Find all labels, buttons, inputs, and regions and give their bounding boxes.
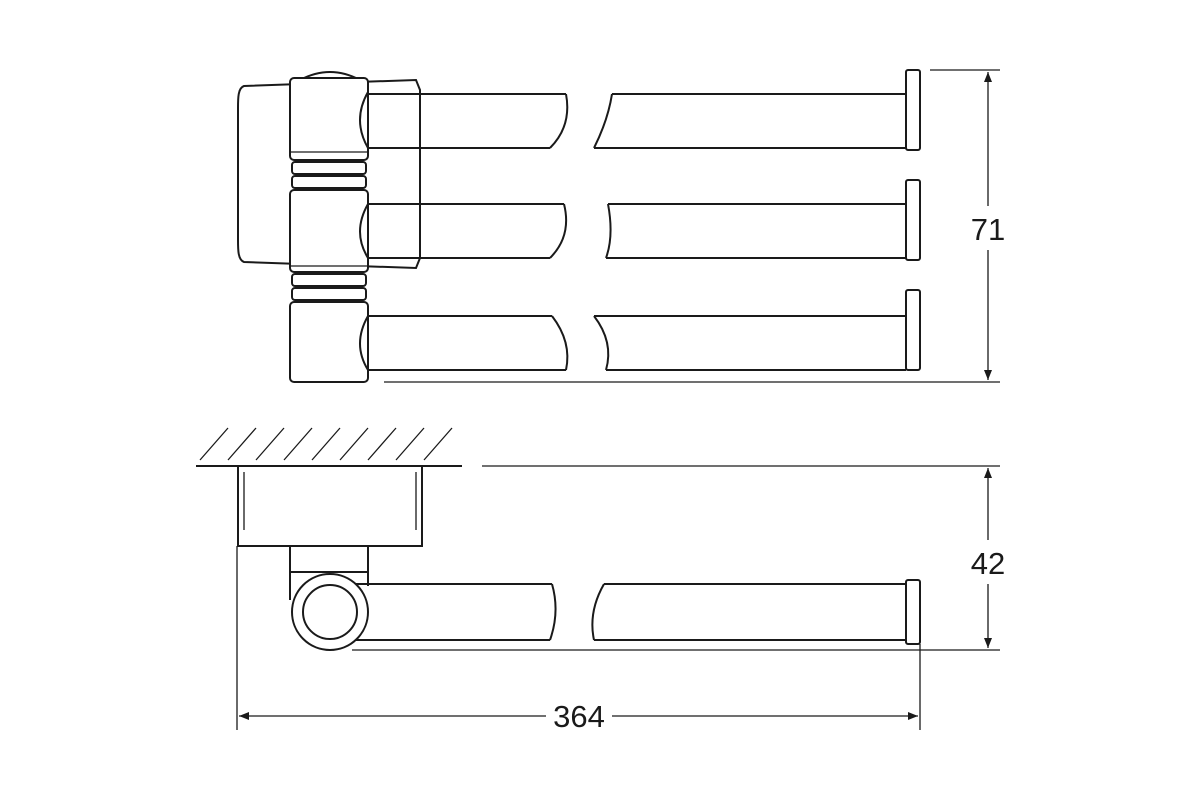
towel-arm-2 — [359, 179, 921, 261]
hinge-ring-3 — [291, 273, 367, 287]
dimension-71: 71 — [384, 69, 1005, 383]
side-neck — [289, 545, 369, 573]
dimension-42: 42 — [352, 465, 1005, 651]
side-view: 42 364 — [196, 427, 1005, 734]
hinge-barrel-upper — [289, 77, 369, 161]
hinge-ring-1 — [291, 161, 367, 175]
dimension-label-71: 71 — [971, 212, 1005, 247]
hinge-ring-4 — [291, 287, 367, 301]
dimension-label-364: 364 — [553, 699, 605, 734]
wall-hatching — [196, 427, 462, 467]
side-mount-plate — [237, 465, 423, 547]
hinge-barrel-lower — [289, 301, 369, 383]
top-view: 71 — [237, 69, 1005, 383]
dimension-364: 364 — [236, 546, 921, 734]
towel-arm-1 — [359, 69, 921, 151]
dimension-label-42: 42 — [971, 546, 1005, 581]
towel-arm-3 — [359, 289, 921, 371]
hinge-ring-2 — [291, 175, 367, 189]
hinge-inner-circle — [302, 584, 358, 640]
hinge-barrel-middle — [289, 189, 369, 273]
side-towel-arm — [330, 579, 921, 645]
